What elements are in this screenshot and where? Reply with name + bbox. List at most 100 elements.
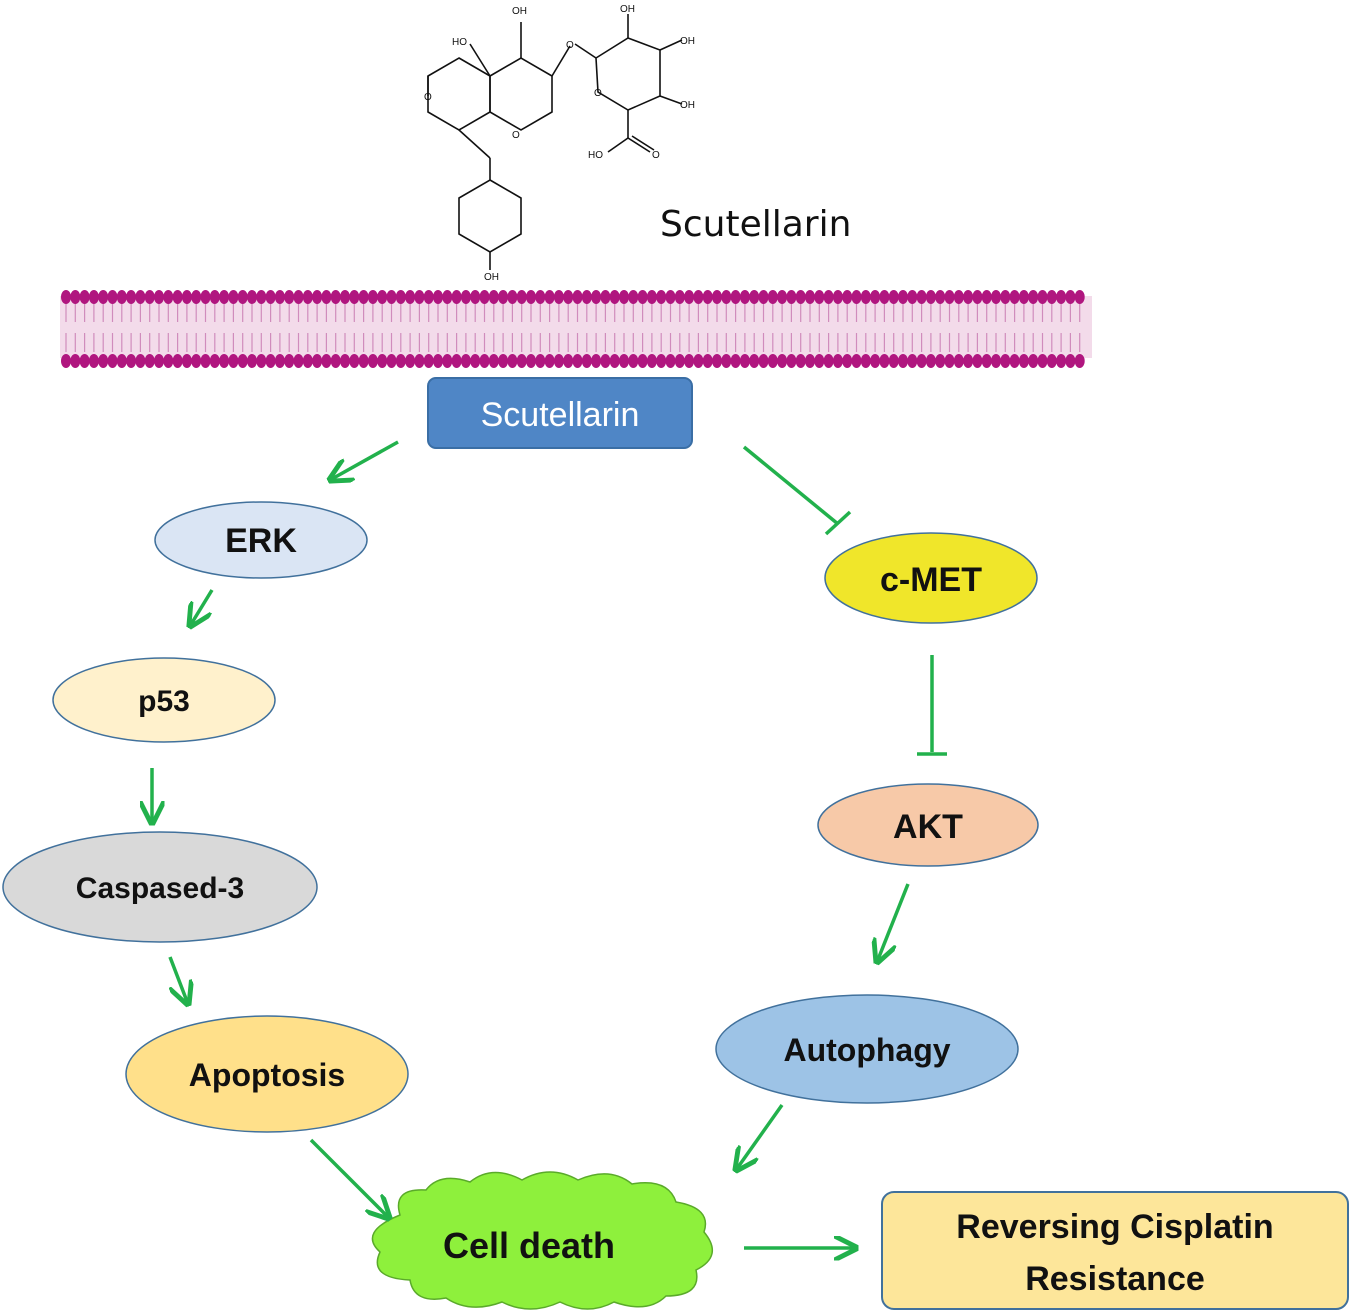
lipid-head: [470, 354, 481, 368]
lipid-head: [386, 290, 397, 304]
atom-label: OH: [484, 272, 499, 283]
lipid-head: [907, 290, 918, 304]
cell-membrane: [60, 290, 1092, 368]
lipid-head: [684, 290, 695, 304]
lipid-head: [786, 290, 797, 304]
lipid-head: [898, 354, 908, 368]
lipid-head: [1037, 290, 1048, 304]
lipid-head: [730, 354, 741, 368]
lipid-head: [870, 354, 881, 368]
lipid-head: [349, 290, 360, 304]
lipid-head: [516, 354, 527, 368]
lipid-head: [1028, 354, 1039, 368]
lipid-head: [823, 290, 834, 304]
cell-death-node: Cell death: [371, 1171, 713, 1310]
lipid-head: [507, 354, 518, 368]
lipid-head: [526, 290, 536, 304]
lipid-head: [619, 354, 629, 368]
arrow-caspase-apoptosis: [168, 956, 188, 1004]
arrow-erk-p53: [190, 589, 214, 626]
arrow-scutellarin-erk: [330, 440, 399, 480]
lipid-head: [619, 290, 629, 304]
lipid-head: [488, 290, 499, 304]
lipid-head: [991, 354, 1001, 368]
lipid-head: [1074, 354, 1085, 368]
lipid-head: [479, 290, 490, 304]
lipid-head: [684, 354, 695, 368]
lipid-head: [442, 290, 453, 304]
activation-arrows: [152, 440, 910, 1248]
lipid-head: [1056, 290, 1067, 304]
lipid-head: [953, 290, 964, 304]
lipid-head: [1000, 290, 1011, 304]
lipid-head: [163, 290, 174, 304]
lipid-head: [581, 354, 592, 368]
lipid-head: [609, 354, 620, 368]
lipid-head: [702, 354, 713, 368]
lipid-head: [433, 354, 443, 368]
lipid-head: [907, 354, 918, 368]
lipid-head: [572, 354, 583, 368]
lipid-head: [814, 290, 825, 304]
lipid-head: [340, 354, 350, 368]
lipid-head: [507, 290, 518, 304]
lipid-head: [823, 354, 834, 368]
lipid-head: [972, 354, 983, 368]
inhibition-lines: [742, 445, 947, 756]
lipid-head: [330, 290, 341, 304]
lipid-head: [395, 354, 406, 368]
lipid-head: [163, 354, 174, 368]
lipid-head: [340, 290, 350, 304]
lipid-head: [107, 354, 118, 368]
inhibit-scutellarin-cmet: [742, 445, 840, 526]
lipid-head: [674, 354, 685, 368]
lipid-head: [265, 290, 276, 304]
lipid-head: [144, 290, 155, 304]
lipid-head: [544, 290, 555, 304]
atom-label: O: [566, 40, 574, 51]
lipid-head: [1009, 354, 1020, 368]
lipid-head: [61, 354, 71, 368]
lipid-head: [516, 290, 527, 304]
lipid-head: [126, 354, 137, 368]
molecule-name: Scutellarin: [660, 204, 852, 245]
lipid-head: [981, 290, 992, 304]
akt-node: AKT: [817, 783, 1039, 867]
lipid-head: [600, 290, 611, 304]
lipid-head: [1046, 290, 1057, 304]
lipid-head: [191, 354, 202, 368]
lipid-head: [1046, 354, 1057, 368]
lipid-head: [702, 290, 713, 304]
autophagy-node: Autophagy: [715, 994, 1019, 1104]
lipid-head: [358, 354, 369, 368]
lipid-head: [721, 354, 732, 368]
lipid-head: [786, 354, 797, 368]
lipid-head: [591, 290, 602, 304]
lipid-head: [321, 354, 332, 368]
lipid-head: [414, 290, 425, 304]
scutellarin-node: Scutellarin: [427, 377, 693, 449]
lipid-head: [256, 354, 267, 368]
lipid-head: [535, 290, 546, 304]
lipid-head: [526, 354, 536, 368]
lipid-head: [739, 290, 750, 304]
lipid-head: [767, 290, 778, 304]
lipid-head: [302, 354, 313, 368]
lipid-head: [302, 290, 313, 304]
lipid-head: [879, 354, 890, 368]
lipid-head: [553, 290, 564, 304]
lipid-head: [460, 354, 471, 368]
cmet-node: c-MET: [824, 532, 1038, 624]
lipid-head: [581, 290, 592, 304]
lipid-head: [1018, 354, 1029, 368]
lipid-head: [851, 290, 862, 304]
lipid-head: [1000, 354, 1011, 368]
lipid-head: [860, 354, 871, 368]
erk-node: ERK: [154, 501, 368, 579]
outcome-label-line1: Reversing Cisplatin: [956, 1208, 1273, 1246]
lipid-head: [609, 290, 620, 304]
lipid-head: [460, 290, 471, 304]
lipid-head: [116, 290, 127, 304]
lipid-head: [98, 354, 109, 368]
lipid-head: [144, 354, 155, 368]
